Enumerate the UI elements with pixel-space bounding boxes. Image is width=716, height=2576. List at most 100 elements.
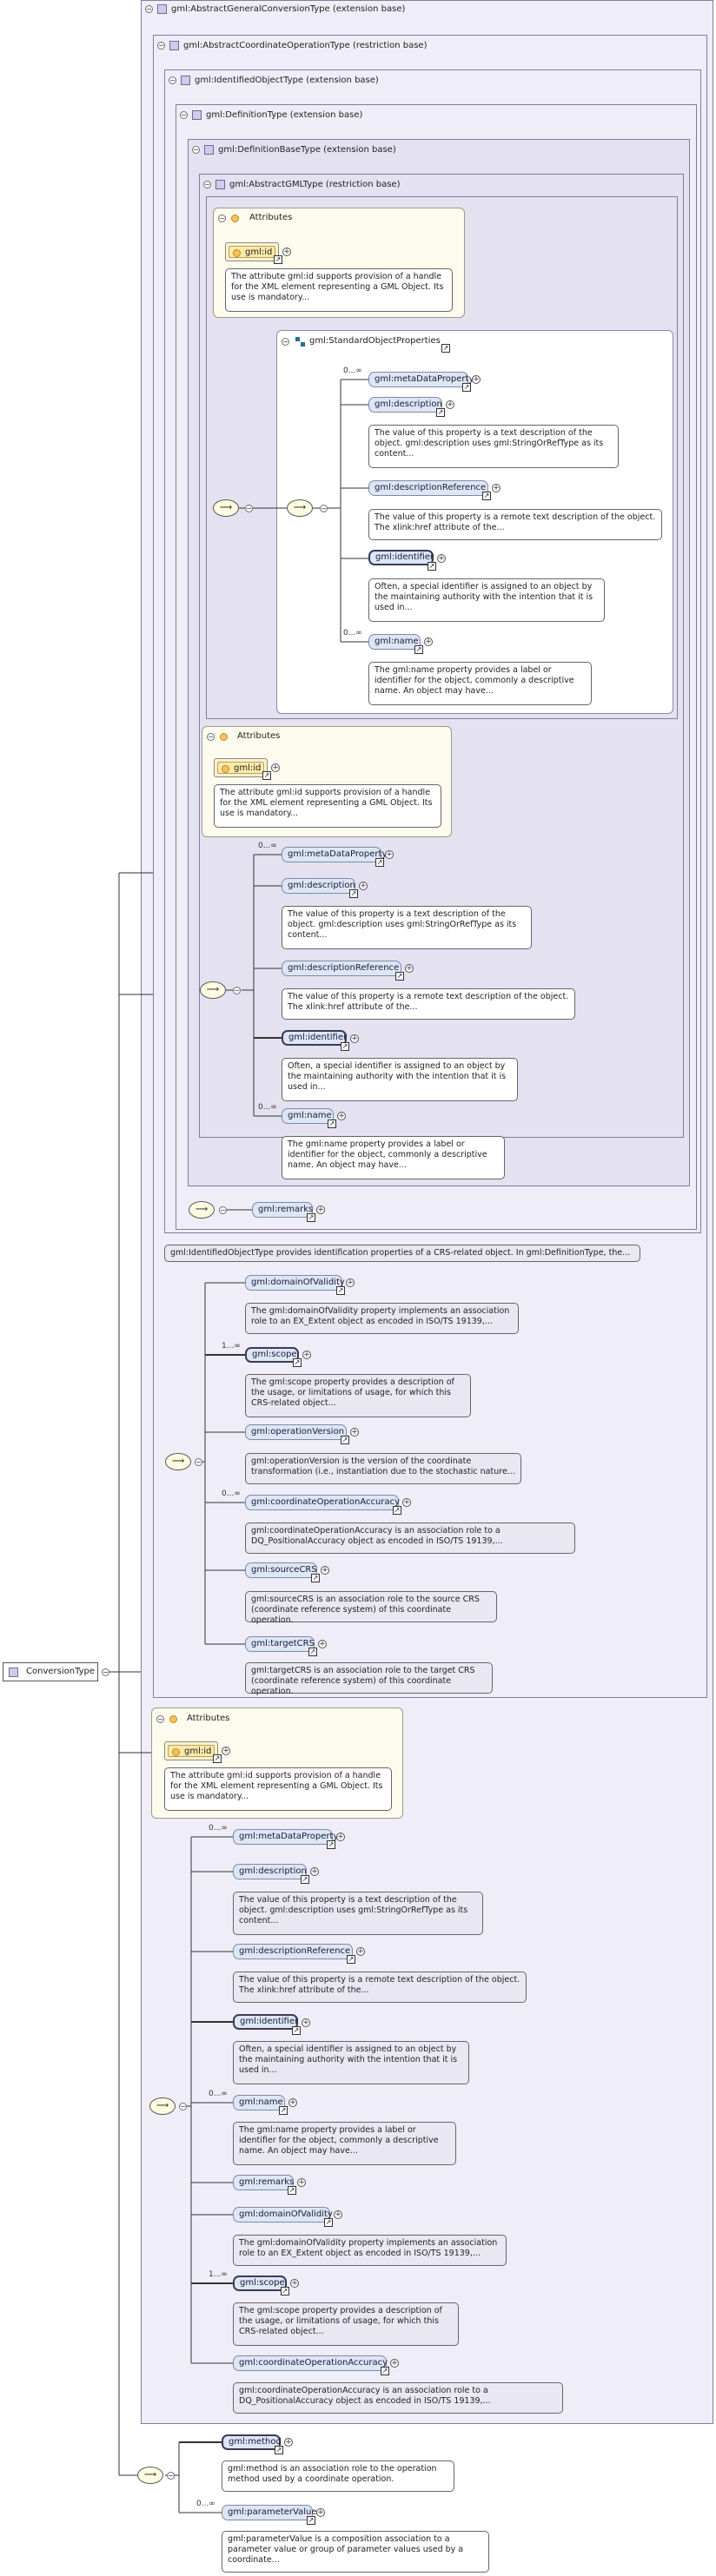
link-icon[interactable]: ↗ xyxy=(462,383,471,392)
expand-icon[interactable]: + xyxy=(336,1833,345,1841)
link-icon[interactable]: ↗ xyxy=(279,2106,288,2115)
link-icon[interactable]: ↗ xyxy=(328,1120,336,1128)
link-icon[interactable]: ↗ xyxy=(336,1286,345,1295)
element-description[interactable]: gml:description xyxy=(282,878,355,894)
element-description[interactable]: gml:description xyxy=(233,1864,307,1879)
collapse-toggle[interactable]: − xyxy=(157,42,165,50)
link-icon[interactable]: ↗ xyxy=(307,2516,315,2525)
collapse-toggle[interactable]: − xyxy=(203,181,211,188)
collapse-toggle[interactable]: − xyxy=(245,505,253,512)
expand-icon[interactable]: + xyxy=(385,850,394,859)
expand-icon[interactable]: + xyxy=(316,2508,325,2517)
link-icon[interactable]: ↗ xyxy=(293,1358,302,1367)
collapse-toggle[interactable]: − xyxy=(233,987,241,994)
expand-icon[interactable]: + xyxy=(405,964,414,973)
element-metadataproperty[interactable]: gml:metaDataProperty xyxy=(233,1829,338,1845)
link-icon[interactable]: ↗ xyxy=(275,2446,283,2454)
link-icon[interactable]: ↗ xyxy=(414,645,423,654)
expand-icon[interactable]: + xyxy=(284,2438,293,2447)
collapse-toggle[interactable]: − xyxy=(195,1458,202,1466)
collapse-toggle[interactable]: − xyxy=(102,1668,109,1676)
link-icon[interactable]: ↗ xyxy=(375,858,384,867)
link-icon[interactable]: ↗ xyxy=(324,2218,333,2227)
expand-icon[interactable]: + xyxy=(402,1498,411,1507)
element-remarks[interactable]: gml:remarks xyxy=(252,1202,313,1218)
link-icon[interactable]: ↗ xyxy=(441,344,450,353)
expand-icon[interactable]: + xyxy=(350,1034,359,1043)
collapse-toggle[interactable]: − xyxy=(179,2103,187,2110)
element-identifier[interactable]: gml:identifier xyxy=(368,550,434,565)
link-icon[interactable]: ↗ xyxy=(381,2367,389,2375)
expand-icon[interactable]: + xyxy=(321,1566,329,1575)
element-descriptionreference[interactable]: gml:descriptionReference xyxy=(282,961,401,976)
link-icon[interactable]: ↗ xyxy=(341,1042,349,1051)
link-icon[interactable]: ↗ xyxy=(393,1506,401,1515)
element-method[interactable]: gml:method xyxy=(222,2434,282,2450)
element-scope[interactable]: gml:scope xyxy=(233,2275,287,2291)
element-targetcrs[interactable]: gml:targetCRS xyxy=(245,1636,315,1652)
link-icon[interactable]: ↗ xyxy=(301,1875,309,1884)
element-name[interactable]: gml:name xyxy=(368,634,421,650)
expand-icon[interactable]: + xyxy=(350,1428,359,1437)
element-metadataproperty[interactable]: gml:metaDataProperty xyxy=(282,847,387,862)
collapse-toggle[interactable]: − xyxy=(180,111,188,119)
link-icon[interactable]: ↗ xyxy=(281,2287,289,2295)
attribute-gml-id[interactable]: gml:id xyxy=(225,242,279,261)
link-icon[interactable]: ↗ xyxy=(347,1955,355,1964)
element-descriptionreference[interactable]: gml:descriptionReference xyxy=(368,480,488,496)
expand-icon[interactable]: + xyxy=(390,2359,399,2368)
link-icon[interactable]: ↗ xyxy=(341,1436,349,1444)
link-icon[interactable]: ↗ xyxy=(213,1754,222,1763)
collapse-toggle[interactable]: − xyxy=(169,76,176,84)
link-icon[interactable]: ↗ xyxy=(307,1213,315,1222)
collapse-toggle[interactable]: − xyxy=(207,733,215,741)
collapse-toggle[interactable]: − xyxy=(219,1206,227,1214)
element-operationversion[interactable]: gml:operationVersion xyxy=(245,1424,347,1440)
link-icon[interactable]: ↗ xyxy=(327,1840,335,1849)
collapse-toggle[interactable]: − xyxy=(320,505,328,512)
element-description[interactable]: gml:description xyxy=(368,397,442,413)
element-coordinateoperationaccuracy[interactable]: gml:coordinateOperationAccuracy xyxy=(245,1495,400,1510)
element-coordinateoperationaccuracy[interactable]: gml:coordinateOperationAccuracy xyxy=(233,2355,388,2371)
expand-icon[interactable]: + xyxy=(359,882,368,890)
element-name[interactable]: gml:name xyxy=(282,1108,334,1124)
link-icon[interactable]: ↗ xyxy=(274,255,282,264)
element-identifier[interactable]: gml:identifier xyxy=(282,1030,347,1046)
collapse-toggle[interactable]: − xyxy=(145,5,153,13)
expand-icon[interactable]: + xyxy=(446,400,454,409)
expand-icon[interactable]: + xyxy=(424,637,433,646)
element-identifier[interactable]: gml:identifier xyxy=(233,2014,298,2030)
collapse-toggle[interactable]: − xyxy=(282,338,289,346)
element-scope[interactable]: gml:scope xyxy=(245,1347,299,1363)
attribute-gml-id[interactable]: gml:id xyxy=(164,1741,218,1760)
expand-icon[interactable]: + xyxy=(346,1278,355,1287)
expand-icon[interactable]: + xyxy=(222,1747,230,1755)
expand-icon[interactable]: + xyxy=(302,1351,311,1359)
link-icon[interactable]: ↗ xyxy=(395,972,404,981)
expand-icon[interactable]: + xyxy=(472,375,481,384)
link-icon[interactable]: ↗ xyxy=(428,562,436,571)
expand-icon[interactable]: + xyxy=(310,1867,319,1876)
link-icon[interactable]: ↗ xyxy=(292,2026,301,2035)
expand-icon[interactable]: + xyxy=(492,484,501,492)
expand-icon[interactable]: + xyxy=(356,1947,365,1956)
element-sourcecrs[interactable]: gml:sourceCRS xyxy=(245,1562,317,1578)
attribute-gml-id[interactable]: gml:id xyxy=(214,758,268,777)
expand-icon[interactable]: + xyxy=(282,248,291,256)
expand-icon[interactable]: + xyxy=(316,1205,325,1214)
link-icon[interactable]: ↗ xyxy=(308,1648,317,1656)
expand-icon[interactable]: + xyxy=(288,2098,297,2107)
expand-icon[interactable]: + xyxy=(297,2178,306,2187)
element-name[interactable]: gml:name xyxy=(233,2095,285,2110)
link-icon[interactable]: ↗ xyxy=(436,408,445,417)
expand-icon[interactable]: + xyxy=(334,2210,342,2219)
root-conversion-type[interactable]: ConversionType xyxy=(3,1662,98,1681)
element-metadataproperty[interactable]: gml:metaDataProperty xyxy=(368,372,474,387)
link-icon[interactable]: ↗ xyxy=(482,492,491,500)
element-parametervalue[interactable]: gml:parameterValue xyxy=(222,2505,317,2520)
expand-icon[interactable]: + xyxy=(437,554,446,563)
expand-icon[interactable]: + xyxy=(271,763,280,772)
element-domainofvalidity[interactable]: gml:domainOfValidity xyxy=(233,2207,333,2223)
collapse-toggle[interactable]: − xyxy=(156,1715,164,1723)
element-descriptionreference[interactable]: gml:descriptionReference xyxy=(233,1944,353,1959)
